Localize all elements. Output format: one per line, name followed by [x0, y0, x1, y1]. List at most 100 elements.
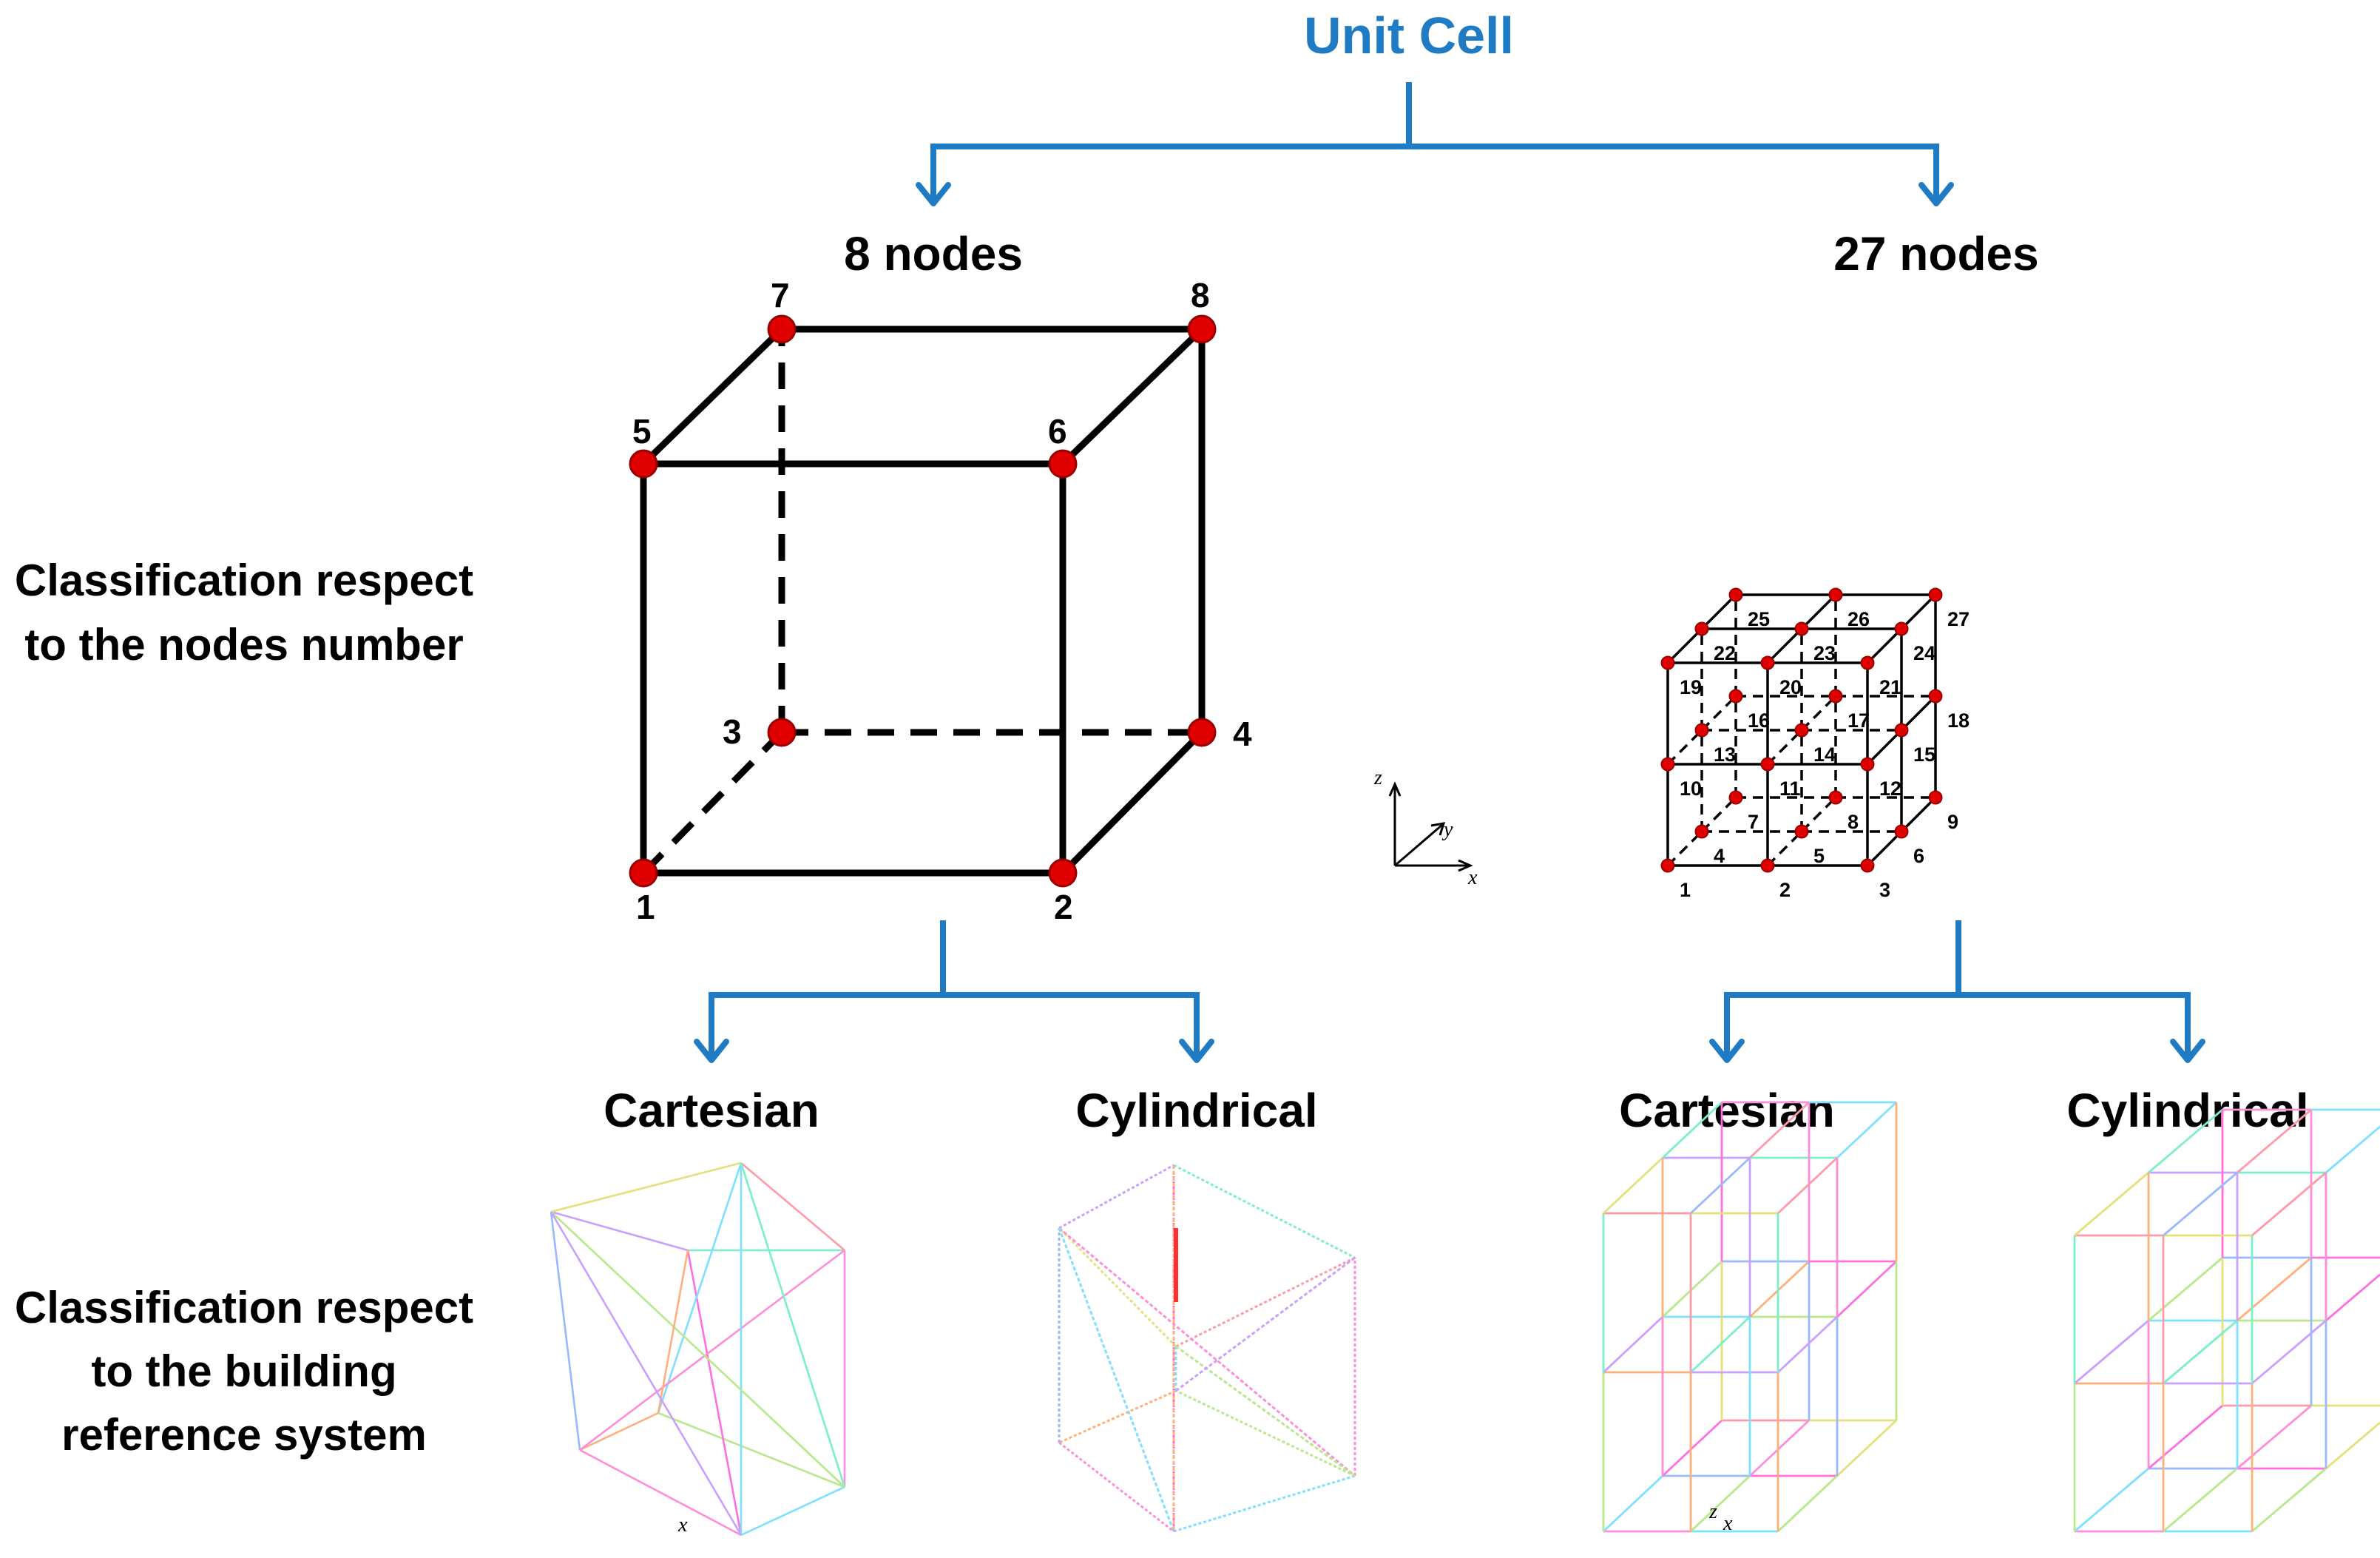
- cube27-node: [1794, 723, 1809, 738]
- thumb-edge: [740, 1486, 845, 1537]
- thumb-edge: [657, 1162, 743, 1414]
- cube27-edge: [1666, 627, 1703, 664]
- cube27-node-label: 3: [1879, 879, 1890, 901]
- cube8-edge: [640, 326, 785, 468]
- cube27-node-label: 16: [1748, 709, 1770, 732]
- cube8-node: [767, 314, 797, 344]
- cube27-edge: [1900, 593, 1937, 630]
- thumb-edge: [1749, 1101, 1810, 1159]
- lower-branch-arrows: [694, 920, 2205, 1063]
- branch-27-nodes-label: 27 nodes: [1833, 227, 2038, 280]
- cube27-node-label: 7: [1748, 811, 1759, 833]
- thumb-edge: [1690, 1315, 1751, 1374]
- cube27-node: [1728, 689, 1743, 704]
- cube8-node: [767, 718, 797, 747]
- side-label-line: to the nodes number: [24, 620, 463, 670]
- side-label-line: Classification respect: [15, 556, 473, 605]
- thumb-edge: [1690, 1474, 1751, 1533]
- thumb-axis-label-x: x: [677, 1514, 688, 1537]
- thumb-edge: [1058, 1389, 1177, 1444]
- thumb-edge: [2148, 1404, 2223, 1470]
- cube27-node-label: 23: [1813, 642, 1836, 664]
- cube8-node-label: 1: [636, 888, 655, 926]
- cube27-node-label: 1: [1680, 879, 1691, 901]
- cube27-edge: [1900, 695, 1937, 732]
- thumb-axis-label-z: z: [1708, 1500, 1717, 1523]
- side-label-line: to the building: [91, 1346, 396, 1396]
- thumb-edge: [1749, 1260, 1810, 1318]
- cube8-node-label: 7: [771, 276, 790, 314]
- axis-x-head: [1458, 859, 1473, 872]
- branch-8-nodes-label: 8 nodes: [844, 227, 1023, 280]
- cube27-node: [1660, 858, 1675, 873]
- diagram-title: Unit Cell: [1304, 7, 1514, 64]
- thumb-edge: [1173, 1164, 1356, 1259]
- cube27-node-label: 19: [1680, 676, 1702, 698]
- side-label-line: Classification respect: [15, 1283, 473, 1332]
- thumb-edge: [1836, 1101, 1897, 1159]
- thumb-edge: [1058, 1164, 1174, 1230]
- thumb-edge: [1662, 1101, 1723, 1159]
- thumb-diagonal: [579, 1249, 845, 1451]
- cube27-node: [1860, 858, 1875, 873]
- thumb-edge: [2251, 1319, 2327, 1385]
- thumb-edge: [2325, 1125, 2380, 1174]
- top-branch-arrows: [916, 82, 1954, 206]
- cube27-node: [1894, 824, 1909, 839]
- side-label-nodes-number: Classification respect to the nodes numb…: [15, 556, 473, 670]
- cube27-edge: [1766, 627, 1803, 664]
- thumb-edge: [2163, 1467, 2238, 1533]
- cube27-node-label: 4: [1714, 845, 1725, 867]
- thumb-edge: [1662, 1260, 1723, 1318]
- cube27-node-label: 8: [1847, 811, 1859, 833]
- cube27-node: [1828, 587, 1843, 602]
- thumb-diagonal: [550, 1211, 845, 1488]
- thumb-diagonal: [1058, 1227, 1356, 1477]
- cube27-node: [1660, 757, 1675, 772]
- cube27-node: [1828, 790, 1843, 805]
- label-27-cartesian: Cartesian: [1619, 1084, 1835, 1137]
- thumb-edge: [2074, 1467, 2149, 1533]
- thumb-edge: [686, 1250, 743, 1536]
- axis-z-label: z: [1373, 766, 1382, 789]
- thumb-edge: [1777, 1474, 1838, 1533]
- thumb-edge: [550, 1161, 742, 1213]
- cube27-node-label: 24: [1913, 642, 1936, 664]
- cube27-hidden-edge: [1700, 695, 1737, 732]
- thumb-diagonal: [1058, 1227, 1175, 1532]
- thumb-edge: [2251, 1467, 2327, 1533]
- thumb-edge: [550, 1210, 689, 1252]
- cube27-node-label: 14: [1813, 743, 1836, 766]
- cube27-node: [1828, 689, 1843, 704]
- cube8-node-label: 4: [1233, 715, 1252, 753]
- cube8-node: [1187, 314, 1217, 344]
- thumb-edge: [1749, 1419, 1810, 1477]
- thumb-edge: [1690, 1156, 1751, 1215]
- label-8-cylindrical: Cylindrical: [1075, 1084, 1317, 1137]
- thumb-edge: [1175, 1389, 1356, 1477]
- cube27-node-label: 12: [1879, 778, 1901, 800]
- cube27-node-label: 27: [1947, 608, 1970, 630]
- thumb-edge: [2163, 1319, 2238, 1385]
- cube27-node-label: 15: [1913, 743, 1936, 766]
- cube8-edge: [1059, 326, 1206, 468]
- cube27-node: [1760, 655, 1775, 670]
- cube27-edge: [1700, 593, 1737, 630]
- cube27-node-label: 11: [1779, 778, 1801, 800]
- cube8-node-label: 6: [1048, 412, 1067, 451]
- axis-y-label: y: [1441, 818, 1453, 841]
- cube27-node: [1860, 655, 1875, 670]
- thumb-axis-label-x: x: [1723, 1512, 1733, 1535]
- thumb-edge: [550, 1211, 581, 1451]
- cube27-node-label: 20: [1779, 676, 1802, 698]
- cube27-node: [1660, 655, 1675, 670]
- thumb-edge: [2148, 1256, 2223, 1322]
- thumb-diagonal: [1175, 1256, 1356, 1392]
- cube8-node: [1048, 858, 1078, 888]
- thumb-edge: [1836, 1419, 1897, 1477]
- cube27-node-label: 25: [1748, 608, 1770, 630]
- thumbnail-8-cylindrical: [1058, 1164, 1356, 1533]
- thumb-edge: [2325, 1421, 2380, 1470]
- thumb-edge: [1603, 1156, 1663, 1215]
